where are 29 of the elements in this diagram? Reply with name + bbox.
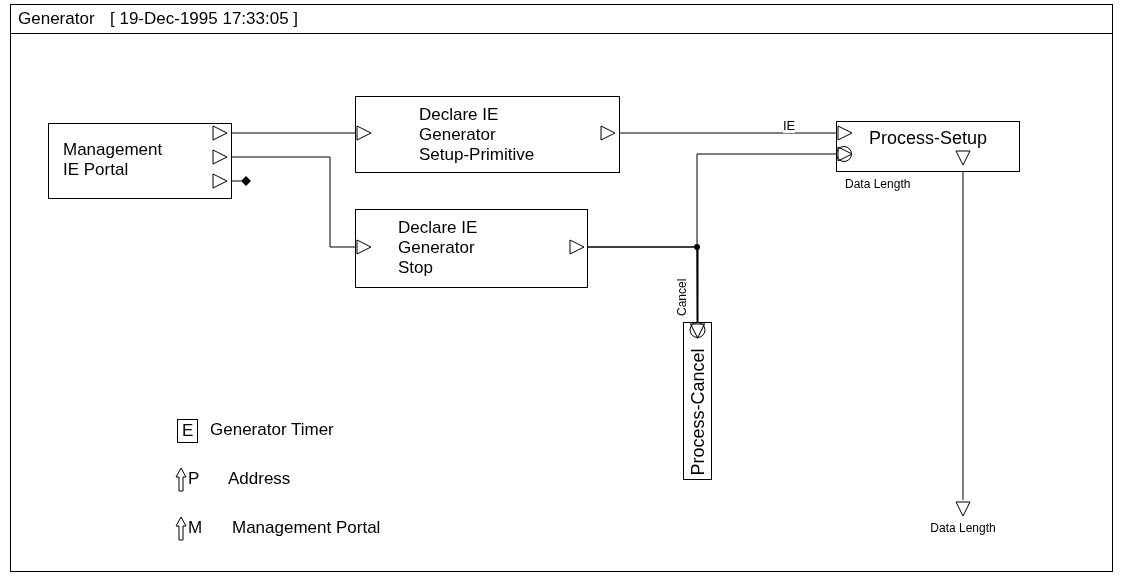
process-box [683, 322, 712, 480]
connector [619, 125, 853, 141]
connector [587, 246, 705, 339]
legend-letter: P [188, 469, 200, 489]
legend-letter: M [188, 518, 203, 538]
block-name: Declare IE Generator Setup-Primitive [419, 105, 536, 165]
legend-text: Management Portal [232, 518, 381, 538]
connector [231, 125, 372, 141]
connector [231, 180, 242, 182]
process-name: Process-Cancel [687, 348, 708, 476]
signal-label: Data Length [845, 177, 911, 191]
edge-label: IE [783, 118, 796, 133]
block-name: Declare IE Generator Stop [398, 218, 479, 278]
connector [955, 171, 971, 517]
block-name: Management IE Portal [63, 140, 164, 180]
process-name: Process-Setup [867, 128, 989, 148]
diamond-marker [241, 176, 251, 186]
process-box [836, 121, 1020, 172]
legend-text: Generator Timer [210, 420, 334, 440]
connector [231, 156, 372, 255]
diagram-title: Generator [18, 9, 95, 29]
process-box [355, 209, 588, 288]
timestamp: [ 19-Dec-1995 17:33:05 ] [110, 9, 299, 29]
legend-text: Address [228, 469, 291, 489]
edge-label: Cancel [675, 278, 689, 316]
signal-label: Data Length [929, 520, 997, 537]
process-box [355, 96, 620, 173]
timer-symbol: E [177, 419, 199, 443]
block-box [48, 123, 232, 199]
